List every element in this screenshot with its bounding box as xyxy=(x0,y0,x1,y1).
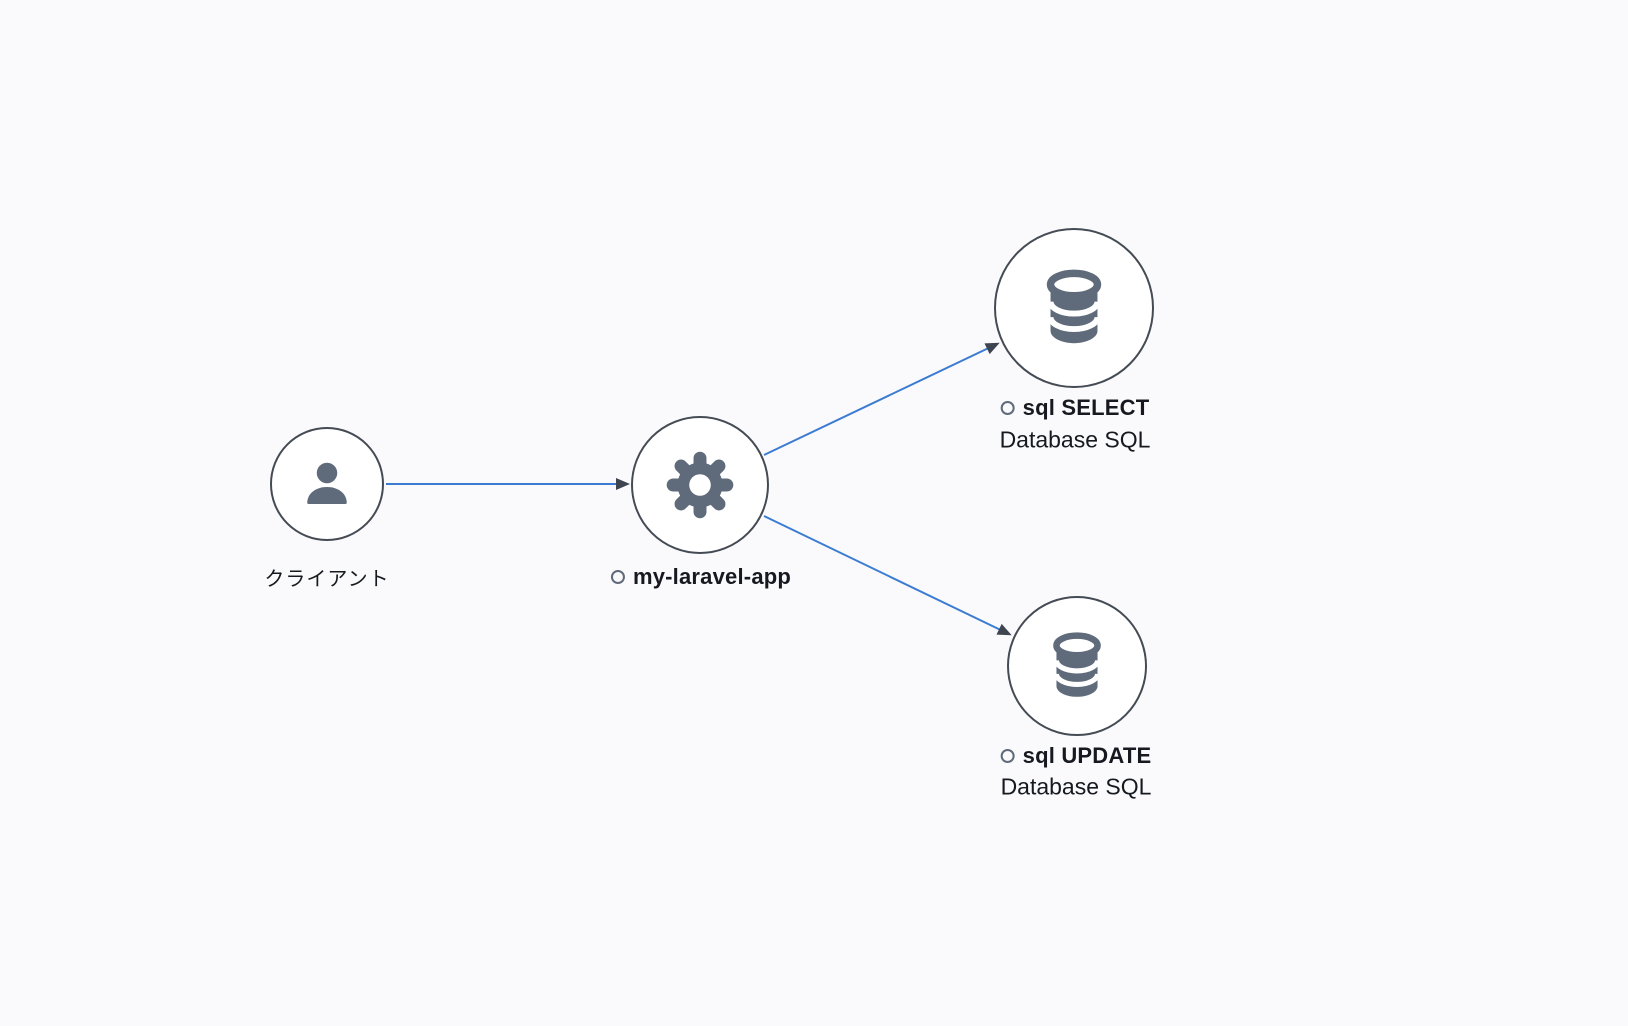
node-type-text: Database SQL xyxy=(1000,773,1152,800)
edge-app-to-sql-update[interactable] xyxy=(763,515,1012,636)
node-my-laravel-app-label[interactable]: my-laravel-app xyxy=(610,564,792,590)
node-type-text: Database SQL xyxy=(999,426,1151,453)
node-label-text: sql SELECT xyxy=(1022,395,1150,420)
node-client[interactable] xyxy=(270,427,384,541)
node-my-laravel-app[interactable] xyxy=(631,416,769,554)
edge-app-to-sql-select[interactable] xyxy=(763,342,1000,456)
node-sql-select-label[interactable]: sql SELECT xyxy=(1000,395,1150,421)
node-sql-update[interactable] xyxy=(1007,596,1147,736)
status-ring-icon xyxy=(1000,749,1015,763)
gear-icon xyxy=(666,451,734,519)
node-label-text: sql UPDATE xyxy=(1022,743,1152,768)
status-ring-icon xyxy=(610,570,625,584)
status-ring-icon xyxy=(1000,401,1015,415)
node-label-text: my-laravel-app xyxy=(632,564,792,589)
database-icon xyxy=(1053,632,1101,697)
node-client-label[interactable]: クライアント xyxy=(264,563,389,592)
node-sql-select-sublabel: Database SQL xyxy=(1000,427,1151,454)
node-label-text: クライアント xyxy=(264,568,390,591)
user-icon xyxy=(307,462,347,504)
node-sql-update-sublabel: Database SQL xyxy=(1001,774,1152,801)
database-icon xyxy=(1046,269,1102,344)
node-sql-update-label[interactable]: sql UPDATE xyxy=(1000,743,1152,769)
node-sql-select[interactable] xyxy=(994,228,1154,388)
